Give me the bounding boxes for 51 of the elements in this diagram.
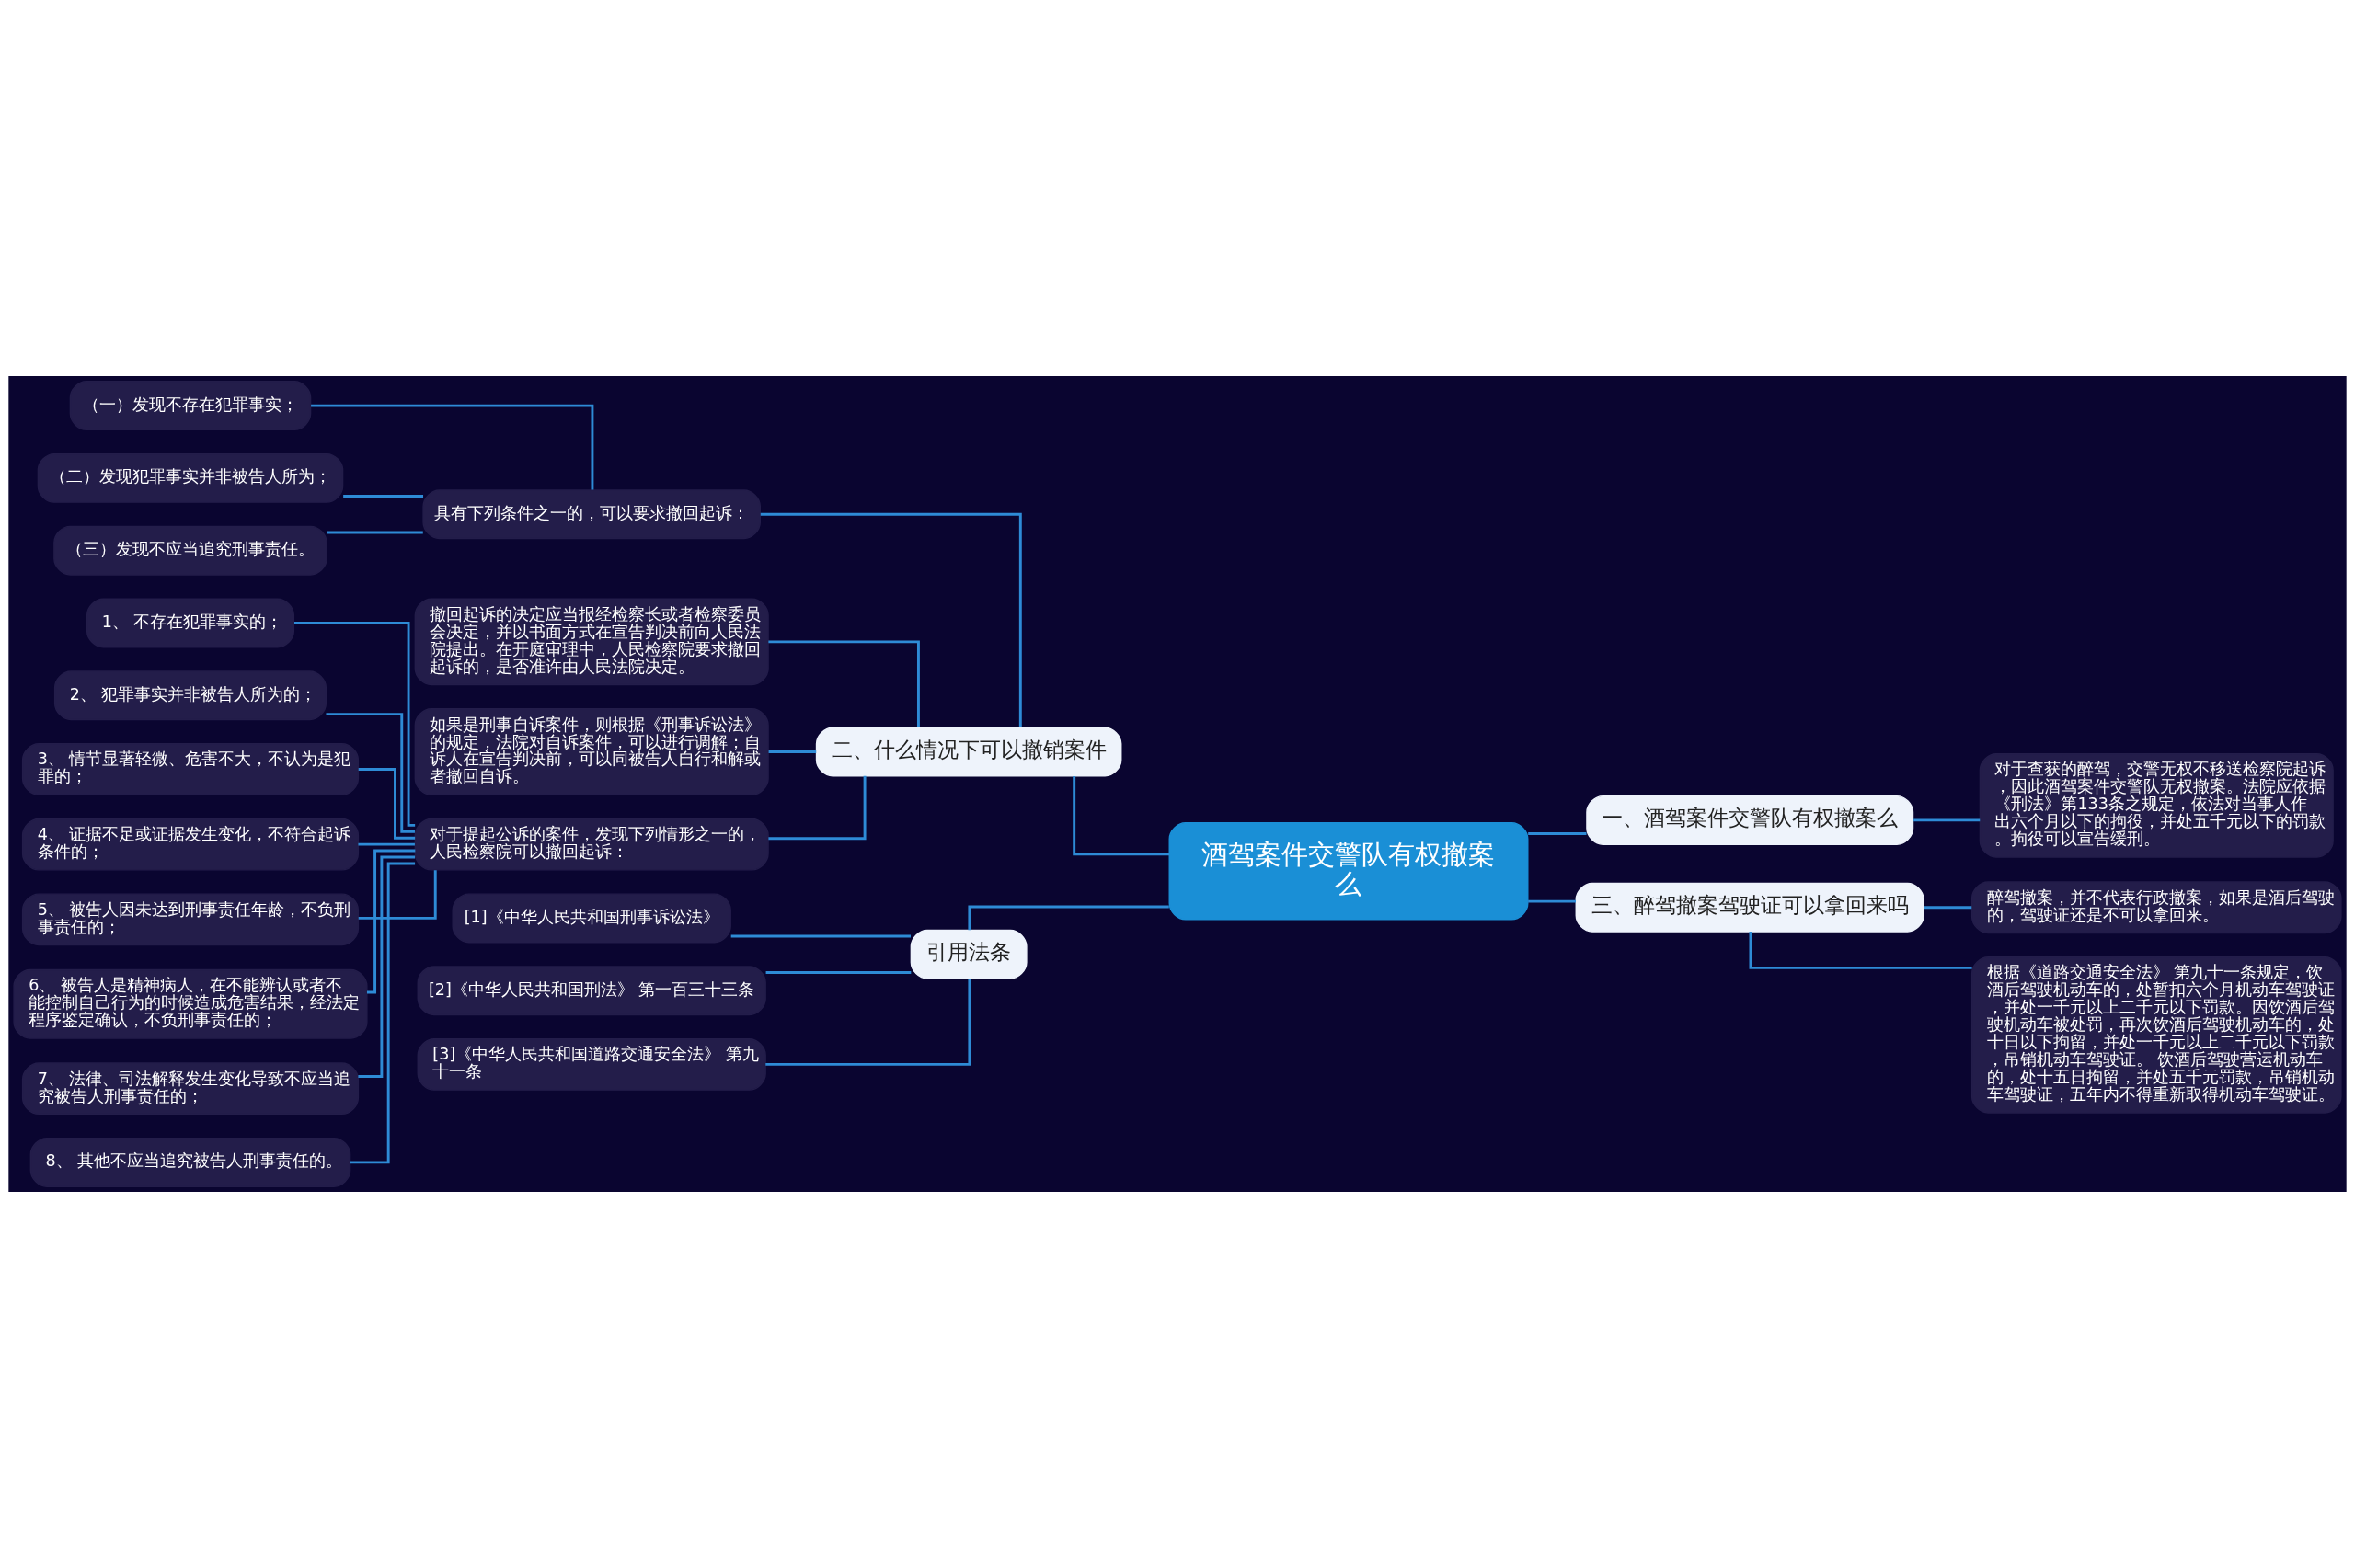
node-box: [2]《中华人民共和国刑法》 第一百三十三条 [417,966,766,1016]
node-box: （三）发现不应当追究刑事责任。 [53,525,327,576]
node-box: 5、 被告人因未达到刑事责任年龄，不负刑事责任的； [21,893,360,946]
node-box: [1]《中华人民共和国刑事诉讼法》 [452,893,731,944]
connector [768,640,920,727]
node-box: [3]《中华人民共和国道路交通安全法》 第九十一条 [417,1037,766,1091]
node-box: 对于查获的醉驾，交警无权不移送检察院起诉，因此酒驾案件交警队无权撤案。法院应依据《刑法》第133条之规定，依法对当事人作出六个月以下的拘役，并处五千元以下的罚款。拘役可以宣告缓刑。 [1979,752,2334,858]
connector [358,870,437,920]
connector [1528,832,1587,835]
connector [1073,775,1170,856]
node-box: 撤回起诉的决定应当报经检察长或者检察委员会决定，并以书面方式在宣告判决前向人民法院提出。在开庭审理中，人民检察院要求撤回起诉的，是否准许由人民法院决定。 [414,598,769,686]
connector [293,621,416,827]
connector [358,768,416,840]
connector [760,512,1022,727]
node-box: （二）发现犯罪事实并非被告人所为； [37,452,344,503]
connector [358,842,415,846]
node-box: 具有下列条件之一的，可以要求撤回起诉： [422,489,761,540]
node-box: 醉驾撤案，并不代表行政撤案，如果是酒后驾驶的，驾驶证还是不可以拿回来。 [1970,881,2342,934]
connector [350,862,416,1164]
connector [343,495,424,498]
node-box: 酒驾案件交警队有权撤案么 [1168,822,1529,921]
connector [768,750,817,753]
node-box: 4、 证据不足或证据发生变化，不符合起诉条件的； [21,818,360,871]
node-box: 8、 其他不应当追究被告人刑事责任的。 [29,1137,351,1187]
connector [1913,818,1981,822]
connector [327,531,423,534]
node-box: 6、 被告人是精神病人，在不能辨认或者不能控制自己行为的时候造成危害结果，经法定程序鉴定确认，不负刑事责任的； [13,968,368,1039]
node-box: 根据《道路交通安全法》 第九十一条规定，饮酒后驾驶机动车的，处暂扣六个月机动车驾驶证，并处一千元以上二千元以下罚款。因饮酒后驾驶机动车被处罚，再次饮酒后驾驶机动车的，处十日以下拘留，并处一千元以上二千元以下罚款，吊销机动车驾驶证。 饮酒后驾驶营运机动车的，处十五日拘留，并处五千元罚款，吊销机动车驾驶证，五年内不得重新取得机动车驾驶证。 [1970,956,2342,1114]
connector [765,971,912,974]
node-box: 1、 不存在犯罪事实的； [86,598,295,648]
node-box: 3、 情节显著轻微、危害不大，不认为是犯罪的； [21,743,360,795]
connector [358,855,416,1078]
connector [1924,906,1972,910]
node-box: （一）发现不存在犯罪事实； [69,381,312,431]
connector [768,775,867,841]
node-box: 一、酒驾案件交警队有权撤案么 [1586,795,1914,845]
node-box: 对于提起公诉的案件，发现下列情形之一的，人民检察院可以撤回起诉： [414,818,769,871]
connector [730,934,911,938]
connector [765,979,971,1066]
node-box: 引用法条 [910,929,1028,979]
node-box: 2、 犯罪事实并非被告人所为的； [53,670,327,721]
connector [326,713,415,833]
connector [968,905,1169,931]
connector [1528,899,1576,903]
connector [311,404,594,490]
node-box: 三、醉驾撤案驾驶证可以拿回来吗 [1575,882,1924,933]
node-box: 如果是刑事自诉案件，则根据《刑事诉讼法》的规定，法院对自诉案件，可以进行调解；自诉人在宣告判决前，可以同被告人自行和解或者撤回自诉。 [414,708,769,795]
connector [1749,932,1972,969]
node-box: 7、 法律、司法解释发生变化导致不应当追究被告人刑事责任的； [21,1062,360,1116]
connector [366,849,416,994]
node-box: 二、什么情况下可以撤销案件 [815,727,1122,777]
